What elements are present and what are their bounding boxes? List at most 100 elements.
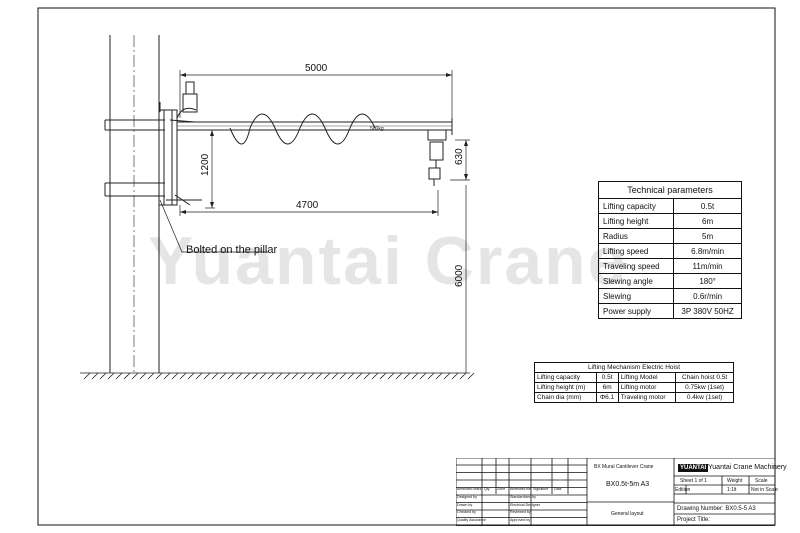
ground-hatch-line — [115, 372, 123, 380]
sign-row-label: Standardized by — [510, 495, 536, 499]
company-name: Yuantai Crane Machinery — [708, 464, 787, 471]
revision-header: Zone — [497, 487, 506, 491]
title-block-grid — [456, 458, 775, 526]
ground-hatch-line — [403, 372, 411, 380]
ground-hatch-line — [435, 372, 443, 380]
ground-hatch-line — [139, 372, 147, 380]
festoon-cable — [229, 113, 376, 145]
tech-caption: Technical parameters — [598, 181, 742, 199]
ground-hatch-line — [195, 372, 203, 380]
ground-hatch-line — [315, 372, 323, 380]
tech-row-value: 5m — [673, 228, 742, 244]
sign-row-label: Reviewed by — [510, 510, 531, 514]
dim-hoist-drop: 630 — [454, 148, 465, 165]
revision-header: Amended file — [510, 487, 531, 491]
ground-hatch-line — [355, 372, 363, 380]
ground-hatch-line — [459, 372, 467, 380]
ground-hatch-line — [427, 372, 435, 380]
ground-hatch-line — [179, 372, 187, 380]
ground-hatch-line — [243, 372, 251, 380]
tech-row-label: Lifting height — [597, 213, 675, 229]
tech-row-label: Power supply — [597, 303, 675, 319]
ground-hatch-line — [91, 372, 99, 380]
drawing-name: BX Mural Cantilever Crane — [594, 464, 654, 470]
ground-hatch-line — [171, 372, 179, 380]
hoist-cell: Traveling motor — [617, 392, 677, 403]
revision-header: Signature — [533, 487, 549, 491]
scale-label: Scale — [755, 478, 768, 484]
ground-hatch-line — [283, 372, 291, 380]
ground-hatch-line — [219, 372, 227, 380]
dim-reach: 4700 — [296, 200, 319, 211]
drawing-frame — [37, 7, 776, 526]
ground-hatch-line — [267, 372, 275, 380]
sign-row-label: Drawn by — [457, 502, 473, 507]
ground-hatch-line — [363, 372, 371, 380]
ground-hatch-line — [323, 372, 331, 380]
revision-header: Date — [554, 487, 562, 491]
tech-row-value: 0.6r/min — [673, 288, 742, 304]
not-in-scale: Not in Scale — [751, 487, 778, 493]
dim-total-height: 6000 — [454, 264, 465, 287]
tech-row-value: 11m/min — [673, 258, 742, 274]
wall-bracket — [158, 102, 202, 206]
ground-hatch-line — [211, 372, 219, 380]
ground-hatch-line — [451, 372, 459, 380]
sign-row-label: Electrical Designer — [510, 502, 540, 507]
dim-span: 5000 — [305, 63, 328, 74]
tech-row-label: Traveling speed — [597, 258, 675, 274]
tech-row-label: Slewing — [597, 288, 675, 304]
model-number: BX0.5t-5m A3 — [606, 481, 650, 488]
ground-hatch-line — [251, 372, 259, 380]
sign-row-label: Approved by — [510, 517, 531, 522]
ground-hatch-line — [347, 372, 355, 380]
dim-arm-height: 1200 — [200, 153, 211, 176]
hoist-cell: Chain dia (mm) — [534, 392, 597, 403]
tech-row-label: Lifting capacity — [597, 198, 675, 214]
callout-leader — [159, 199, 268, 253]
hoist-cell: Φ6.1 — [595, 392, 619, 403]
ground-hatch-line — [235, 372, 243, 380]
revision-header: Amended Mark — [457, 487, 482, 491]
ground-hatch-line — [155, 372, 163, 380]
hoist-parameters-table: Lifting Mechanism Electric Hoist Lifting… — [534, 362, 734, 403]
ground-hatch-line — [307, 372, 315, 380]
project-title: Project Title: — [677, 517, 711, 523]
tech-row-value: 3P 380V 50HZ — [673, 303, 742, 319]
ground-hatch-line — [467, 372, 475, 380]
hoist-cell: Lifting Model — [617, 372, 677, 383]
ground — [80, 372, 475, 380]
ground-hatch-line — [443, 372, 451, 380]
ground-hatch-line — [339, 372, 347, 380]
drawing-number: Drawing Number: BX0.5-5 A3 — [677, 506, 756, 512]
ground-hatch-line — [299, 372, 307, 380]
ground-hatch-line — [203, 372, 211, 380]
ground-hatch-line — [395, 372, 403, 380]
cantilever-arm — [177, 118, 453, 135]
dimension-lines — [179, 70, 470, 373]
sign-row-label: Quality Assurance — [457, 517, 486, 522]
ground-hatch-line — [99, 372, 107, 380]
hoist-cell: Lifting height (m) — [534, 382, 597, 393]
dimension-arrows — [180, 73, 468, 214]
hoist-cell: 0.5t — [595, 372, 619, 383]
weight-label: Weight — [727, 478, 743, 484]
ground-hatch-line — [275, 372, 283, 380]
ground-hatch-line — [123, 372, 131, 380]
tech-row-label: Lifting speed — [597, 243, 675, 259]
chain-hoist — [427, 129, 447, 186]
ground-hatch-line — [387, 372, 395, 380]
pillar — [104, 35, 165, 373]
tech-row-value: 180° — [673, 273, 742, 289]
